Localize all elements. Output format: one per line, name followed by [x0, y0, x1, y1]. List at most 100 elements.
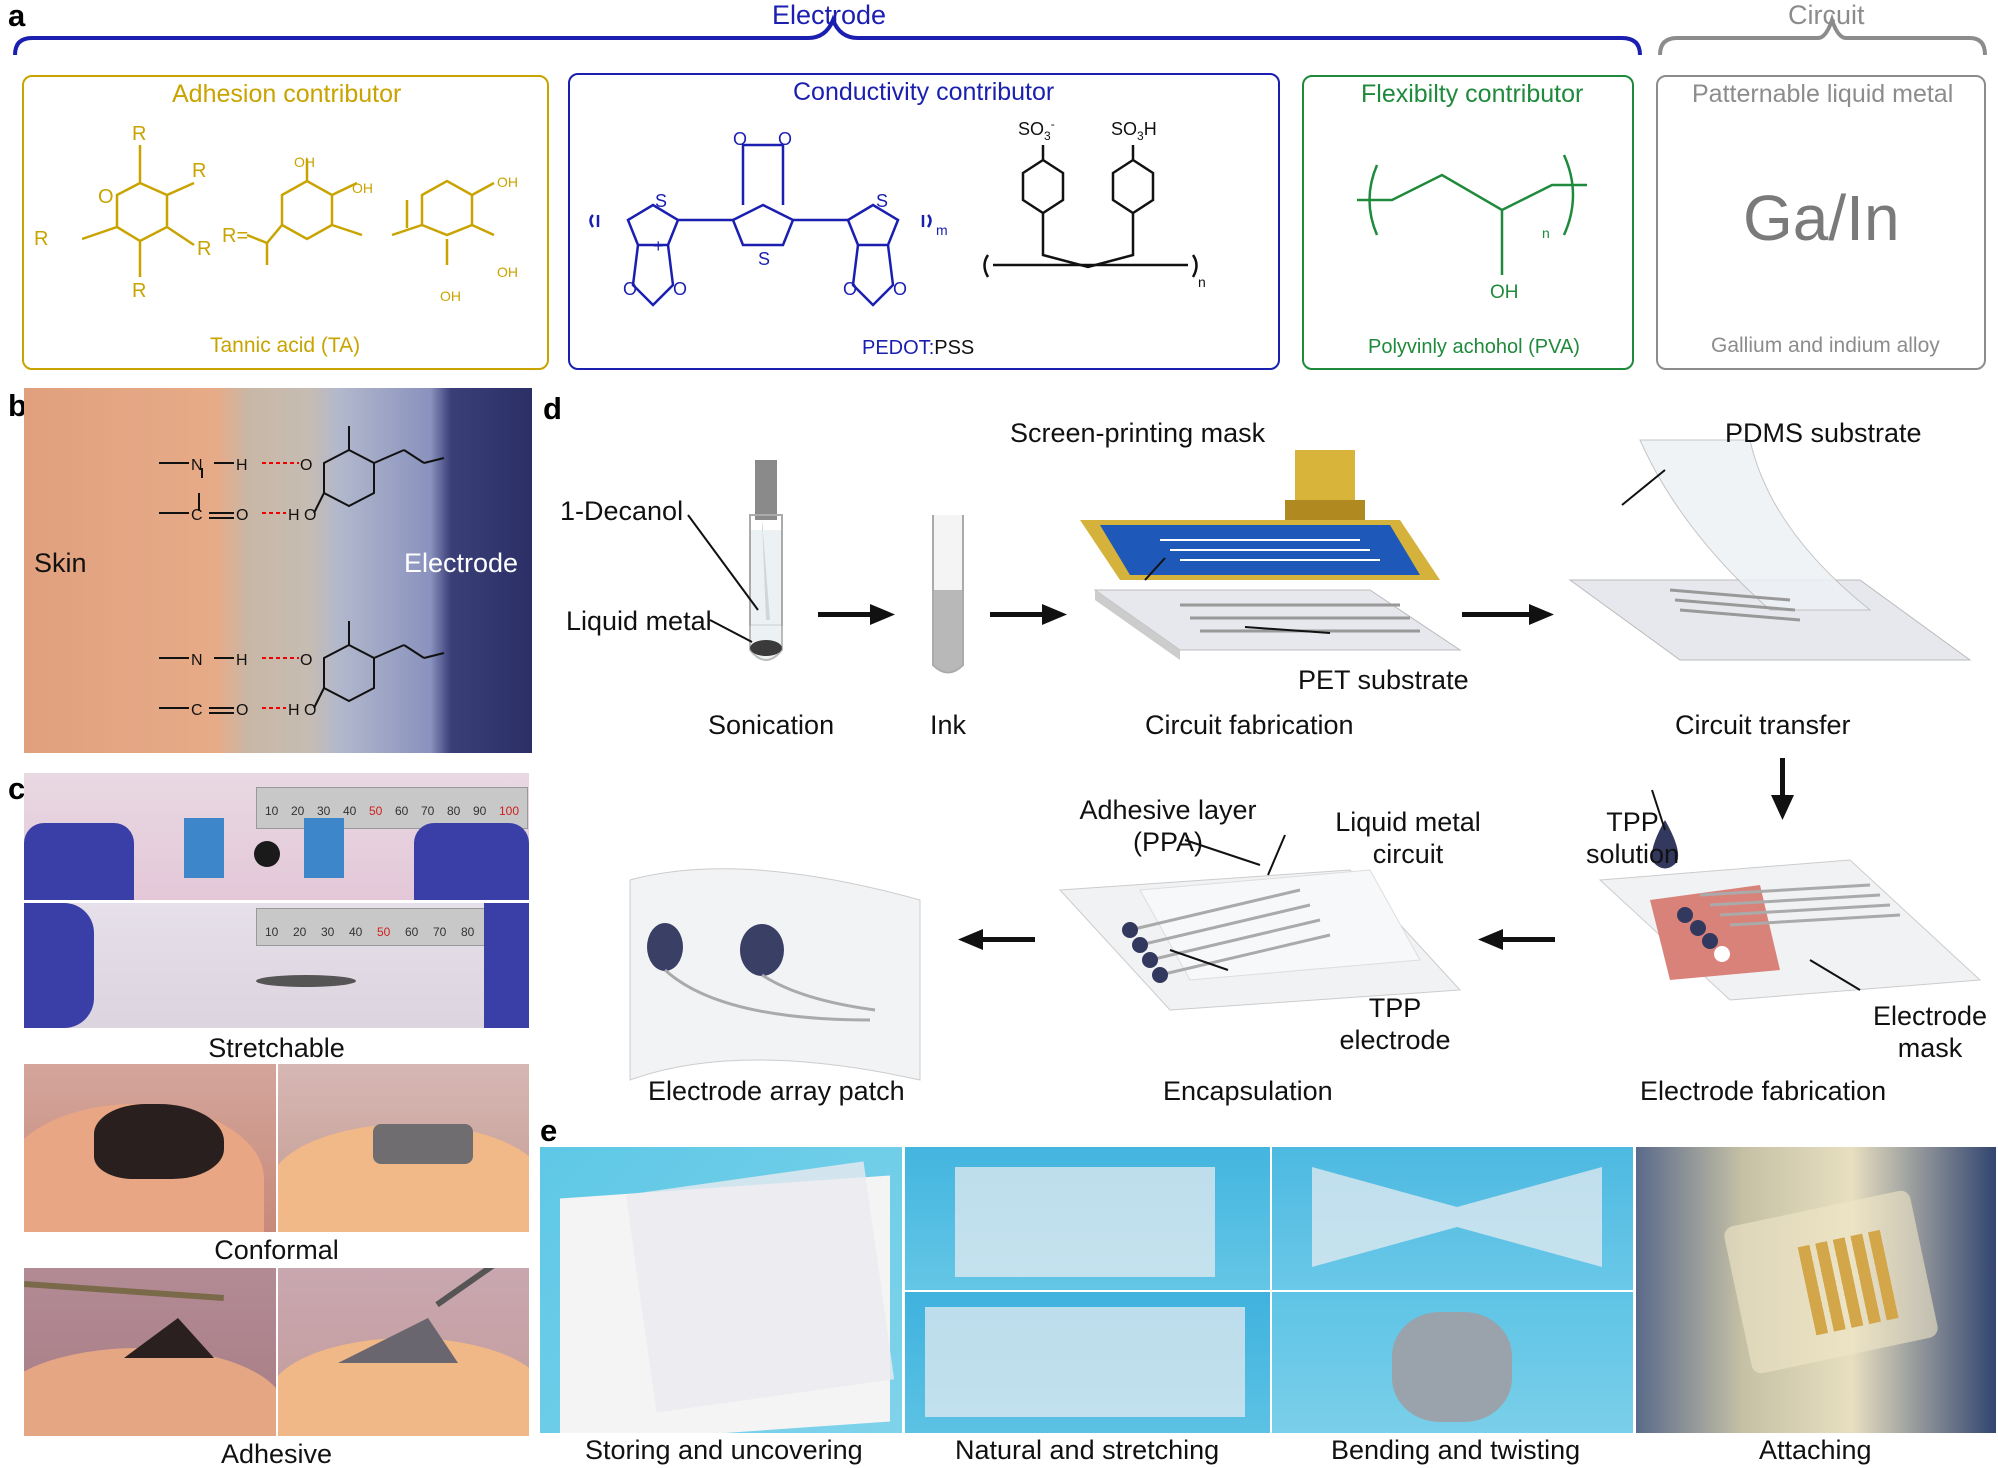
panel-label-e: e	[540, 1113, 558, 1148]
clip-right	[304, 818, 344, 878]
b-c1: C	[191, 507, 203, 524]
pdms-substrate-label: PDMS substrate	[1725, 418, 1922, 448]
glove-right-2	[484, 903, 529, 1028]
adhesion-title: Adhesion contributor	[172, 80, 402, 108]
panel-label-d: d	[543, 391, 562, 426]
group-braces	[13, 13, 1987, 56]
pedot-m: m	[936, 222, 948, 238]
b-o5: O	[236, 702, 248, 719]
natural-photo	[905, 1147, 1270, 1290]
conductivity-box	[568, 73, 1280, 370]
ruler-tick-label: 30	[321, 925, 335, 939]
storing-label: Storing and uncovering	[585, 1435, 863, 1465]
adhesive-photo-1	[24, 1268, 276, 1436]
grey-electrode-film	[373, 1124, 473, 1164]
ruler-tick-label: 70	[433, 925, 447, 939]
ta-r5: R	[34, 228, 48, 250]
natural-label: Natural and stretching	[955, 1435, 1220, 1465]
pedot-o4: O	[778, 129, 792, 149]
panel-label-a: a	[8, 0, 26, 33]
pss-caption: PSS	[934, 337, 975, 359]
adhesive-label: Adhesive	[220, 1439, 333, 1468]
ruler-tick-label: 70	[421, 804, 435, 818]
tweezers	[24, 1281, 224, 1301]
stretching-photo	[905, 1292, 1270, 1433]
ink-tube	[932, 515, 964, 674]
pva-n: n	[1542, 225, 1550, 241]
pdms-transfer	[1568, 439, 1972, 661]
circuit-caption: Gallium and indium alloy	[1711, 334, 1940, 357]
conductivity-caption: PEDOT:PSS	[862, 338, 974, 358]
glove-right	[414, 823, 529, 900]
b-ho1: H	[288, 507, 300, 524]
natural-patch	[955, 1167, 1215, 1277]
ta-r2: R	[192, 160, 206, 182]
electrode-fabrication-setup	[1598, 820, 1982, 1001]
ruler-tick-label: 100	[499, 804, 520, 818]
ruler-tick-label: 20	[293, 925, 307, 939]
stretchable-label: Stretchable	[208, 1033, 345, 1063]
ruler-tick-label: 50	[369, 804, 383, 818]
hydrogen-bond-schematic: N H O C O H O N H O C O H O	[159, 426, 445, 719]
skin-label: Skin	[34, 548, 87, 578]
pedot-o6: O	[893, 279, 907, 299]
pedot-o1: O	[623, 279, 637, 299]
sonication-tube	[749, 460, 783, 661]
dark-electrode-film	[94, 1104, 224, 1179]
pedot-s1: S	[655, 191, 667, 211]
electrode-array-patch	[629, 868, 921, 1081]
pedot-o2: O	[673, 279, 687, 299]
adhesion-caption: Tannic acid (TA)	[210, 334, 361, 357]
electrode-mask-line1: Electrode	[1872, 1001, 1988, 1031]
ruler-tick-label: 50	[377, 925, 391, 939]
ruler-tick-label: 80	[461, 925, 475, 939]
caption-separator: :	[928, 337, 935, 359]
b-o6: O	[304, 702, 316, 719]
ruler-tick-label: 60	[405, 925, 419, 939]
decanol-label: 1-Decanol	[560, 496, 684, 526]
flexibility-caption: Polyvinly achohol (PVA)	[1368, 336, 1580, 358]
ruler-tick-label: 20	[291, 804, 305, 818]
electrode-mask-label: Electrode mask	[1860, 1000, 1998, 1065]
adhesive-layer-label: Adhesive layer (PPA)	[1068, 794, 1268, 859]
glove-left-2	[24, 903, 94, 1028]
stretched-patch	[925, 1307, 1245, 1417]
adhesive-photo-2	[278, 1268, 529, 1436]
ta-oh4: OH	[497, 264, 518, 280]
ta-oh1: OH	[294, 154, 315, 170]
adhesive-layer-line1: Adhesive layer	[1079, 795, 1257, 825]
lifted-film	[124, 1318, 214, 1358]
electrode-sample	[254, 841, 280, 867]
tweezers-2	[435, 1268, 521, 1308]
b-h2: H	[236, 652, 248, 669]
b-n1: N	[191, 457, 203, 474]
twisted-patch	[1312, 1167, 1602, 1267]
circuit-transfer-label: Circuit transfer	[1675, 710, 1851, 740]
pss-so3h: SO3H	[1111, 119, 1157, 143]
conformal-photo-2	[278, 1064, 529, 1232]
tpp-solution-line1: TPP	[1606, 807, 1659, 837]
pedot-s3: S	[876, 191, 888, 211]
glove-left	[24, 823, 134, 900]
b-ho2: H	[288, 702, 300, 719]
pedot-o3: O	[733, 129, 747, 149]
pet-substrate-label: PET substrate	[1298, 665, 1469, 695]
b-c2: C	[191, 702, 203, 719]
bending-photo	[1272, 1147, 1633, 1290]
ta-oh2: OH	[352, 180, 373, 196]
clip-left	[184, 818, 224, 878]
lm-circuit-line2: circuit	[1372, 839, 1444, 870]
circuit-title: Patternable liquid metal	[1692, 80, 1954, 108]
pva-structure: OH n	[1357, 154, 1587, 303]
ruler-tick-label: 10	[265, 925, 279, 939]
ta-oh5: OH	[440, 288, 461, 304]
pedot-s2: S	[758, 249, 770, 269]
twisting-photo	[1272, 1292, 1633, 1433]
ta-ring-o: O	[98, 186, 114, 208]
b-o3: O	[304, 507, 316, 524]
attaching-label: Attaching	[1759, 1435, 1872, 1465]
gold-grid	[1797, 1228, 1905, 1336]
tpp-electrode-label: TPP electrode	[1330, 992, 1460, 1057]
